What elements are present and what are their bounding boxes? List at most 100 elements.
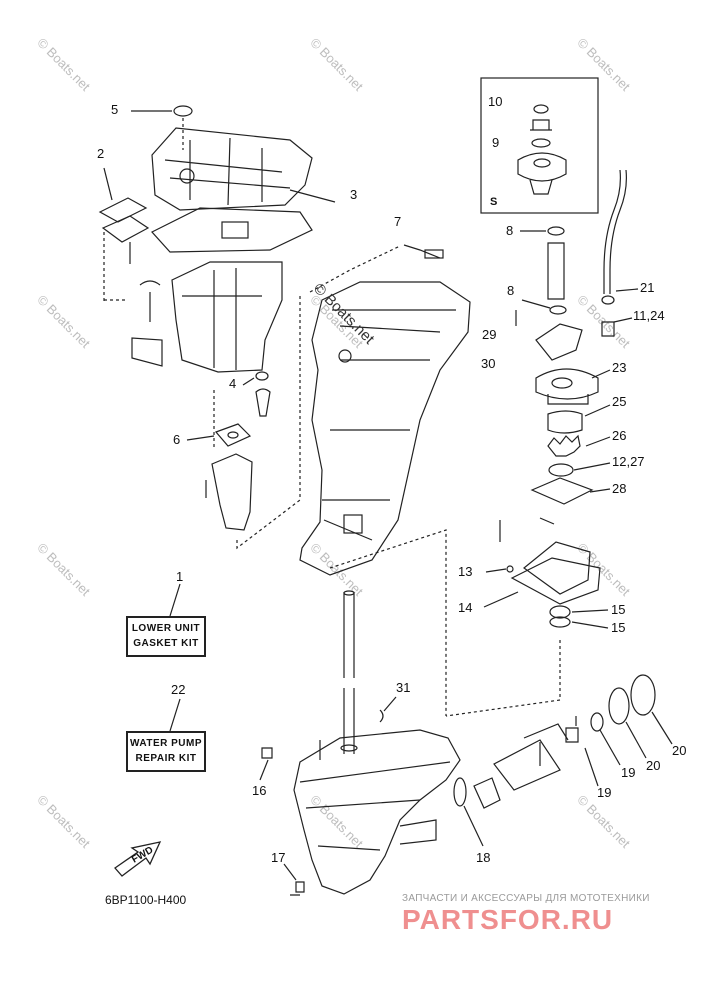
o-ring-18 <box>453 777 467 807</box>
inset-bore <box>533 158 551 168</box>
bolts-pump <box>499 517 555 542</box>
leader-25 <box>584 404 611 417</box>
drive-shaft-base <box>340 744 358 752</box>
brand-tagline: ЗАПЧАСТИ И АКСЕССУАРЫ ДЛЯ МОТОТЕХНИКИ <box>402 893 650 904</box>
o-ring-9 <box>531 138 551 148</box>
leader-21 <box>615 288 639 292</box>
grommet-7 <box>424 249 444 259</box>
drive-shaft-housing <box>299 281 471 576</box>
leader-17 <box>283 863 297 881</box>
callout-15a: 15 <box>611 602 625 617</box>
callout-1: 1 <box>176 569 183 584</box>
leader-19a <box>584 747 599 787</box>
pump-housing-bore <box>551 377 573 389</box>
seal-15b <box>549 616 571 628</box>
leader-2 <box>103 167 113 201</box>
callout-4: 4 <box>229 376 236 391</box>
o-ring-8b <box>549 305 567 315</box>
bearing-19 <box>565 716 579 743</box>
callout-29: 29 <box>482 327 496 342</box>
impeller-26 <box>547 434 581 457</box>
key-31 <box>379 709 384 723</box>
callout-28: 28 <box>612 481 626 496</box>
callout-25: 25 <box>612 394 626 409</box>
water-pump-kit-line2: REPAIR KIT <box>135 753 197 764</box>
grommet-21 <box>601 295 615 305</box>
dash-housing <box>299 245 401 500</box>
callout-19a: 19 <box>597 785 611 800</box>
leader-22 <box>169 698 181 732</box>
water-pump-kit-box: WATER PUMP REPAIR KIT <box>126 731 206 772</box>
callout-20a: 20 <box>646 758 660 773</box>
water-tube-21b <box>609 169 627 294</box>
propeller-shaft-stub <box>399 819 437 845</box>
callout-5: 5 <box>111 102 118 117</box>
gasket-kit-line2: GASKET KIT <box>133 638 199 649</box>
seal-5 <box>173 105 193 117</box>
callout-8b: 8 <box>507 283 514 298</box>
gasket-6 <box>214 423 252 447</box>
upper-plate-hole <box>179 168 195 184</box>
drive-shaft-top <box>343 590 355 596</box>
pump-housing-23 <box>535 368 599 405</box>
callout-11-24: 11,24 <box>633 308 665 323</box>
plate-2 <box>98 197 148 223</box>
gear-case <box>293 729 461 895</box>
prop-shaft-housing-ribs <box>523 723 569 766</box>
o-ring-12 <box>548 463 574 477</box>
callout-26: 26 <box>612 428 626 443</box>
callout-23: 23 <box>612 360 626 375</box>
cap-4 <box>255 388 271 417</box>
leader-6 <box>186 435 215 441</box>
inset-housing <box>517 152 567 195</box>
leader-23 <box>591 369 611 379</box>
dash-housing-box <box>329 529 447 716</box>
leader-16 <box>259 759 269 781</box>
callout-14: 14 <box>458 600 472 615</box>
leader-13 <box>485 568 507 573</box>
leader-31 <box>383 696 397 712</box>
callout-17: 17 <box>271 850 285 865</box>
gasket-3-window <box>221 221 249 239</box>
leader-20b <box>651 711 673 745</box>
leader-14 <box>483 591 519 608</box>
upper-plate-ribs <box>164 137 291 206</box>
leader-15b <box>571 621 609 629</box>
pump-base <box>523 541 591 595</box>
leader-1 <box>169 583 181 617</box>
bearing-housing <box>473 777 501 809</box>
callout-30: 30 <box>481 356 495 371</box>
callout-8a: 8 <box>506 223 513 238</box>
brand-block: ЗАПЧАСТИ И АКСЕССУАРЫ ДЛЯ МОТОТЕХНИКИ PA… <box>402 893 702 936</box>
lower-casing <box>171 261 283 373</box>
leader-19b <box>599 729 621 766</box>
leader-3 <box>289 189 336 203</box>
housing-hole <box>338 349 352 363</box>
callout-18: 18 <box>476 850 490 865</box>
callout-20b: 20 <box>672 743 686 758</box>
callout-16: 16 <box>252 783 266 798</box>
gear-case-ribs <box>299 761 451 851</box>
leader-8b <box>521 299 551 309</box>
brand-logo: PARTSFOR.RU <box>402 904 614 935</box>
callout-6: 6 <box>173 432 180 447</box>
gasket-3 <box>151 207 313 253</box>
drive-shaft <box>343 592 355 754</box>
exhaust-guide <box>211 453 253 531</box>
grommet-4 <box>255 371 269 381</box>
upper-plate <box>151 127 313 211</box>
o-ring-8a <box>547 226 565 236</box>
plug-16 <box>261 747 273 759</box>
leader-7 <box>403 244 441 259</box>
valve-9-top <box>530 119 552 131</box>
o-ring-20b <box>630 674 656 716</box>
o-ring-10 <box>533 104 549 114</box>
plug-17 <box>290 881 305 896</box>
lower-casing-ribs <box>182 268 262 370</box>
callout-15b: 15 <box>611 620 625 635</box>
housing-mount <box>343 514 363 534</box>
callout-21: 21 <box>640 280 654 295</box>
seal-15a <box>549 605 571 619</box>
